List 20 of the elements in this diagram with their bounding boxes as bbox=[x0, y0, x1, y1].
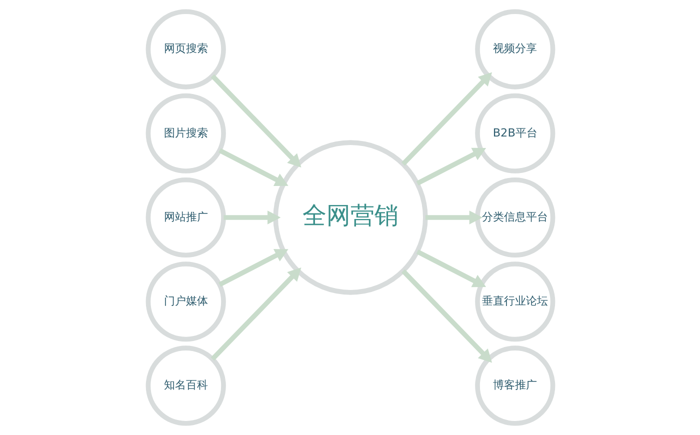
node-circle: 图片搜索 bbox=[145, 93, 226, 174]
arrow bbox=[400, 72, 492, 166]
node-circle: 分类信息平台 bbox=[474, 177, 555, 258]
arrow bbox=[210, 74, 301, 168]
arrow bbox=[400, 269, 492, 363]
node-circle: 视频分享 bbox=[474, 9, 555, 90]
node-circle: 门户媒体 bbox=[145, 262, 226, 342]
arrow bbox=[416, 148, 486, 186]
arrow bbox=[424, 210, 482, 224]
node-circle: 知名百科 bbox=[145, 346, 226, 426]
arrow bbox=[223, 210, 280, 224]
node-circle: 网站推广 bbox=[145, 177, 226, 258]
node-circle: 博客推广 bbox=[474, 346, 555, 426]
arrow bbox=[218, 148, 288, 186]
arrow bbox=[210, 267, 301, 361]
node-circle: 垂直行业论坛 bbox=[474, 262, 555, 342]
node-circle: B2B平台 bbox=[474, 93, 555, 174]
arrow bbox=[218, 249, 288, 287]
node-circle: 网页搜索 bbox=[145, 9, 226, 90]
arrow bbox=[416, 249, 486, 288]
